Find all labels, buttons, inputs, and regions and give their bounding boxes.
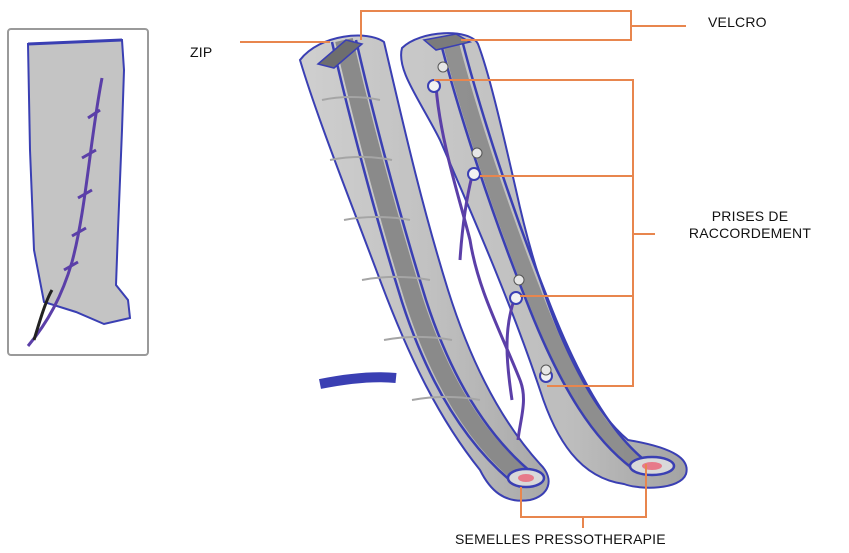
label-prises-line2: RACCORDEMENT — [655, 225, 845, 242]
label-zip: ZIP — [190, 44, 212, 61]
thumbnail-boot — [28, 40, 130, 346]
label-velcro: VELCRO — [708, 14, 767, 31]
label-semelles-pressotherapie: SEMELLES PRESSOTHERAPIE — [455, 531, 666, 548]
label-prises-line1: PRISES DE — [655, 208, 845, 225]
leader-velcro — [361, 11, 686, 40]
label-prises-de-raccordement: PRISES DE RACCORDEMENT — [655, 208, 845, 242]
